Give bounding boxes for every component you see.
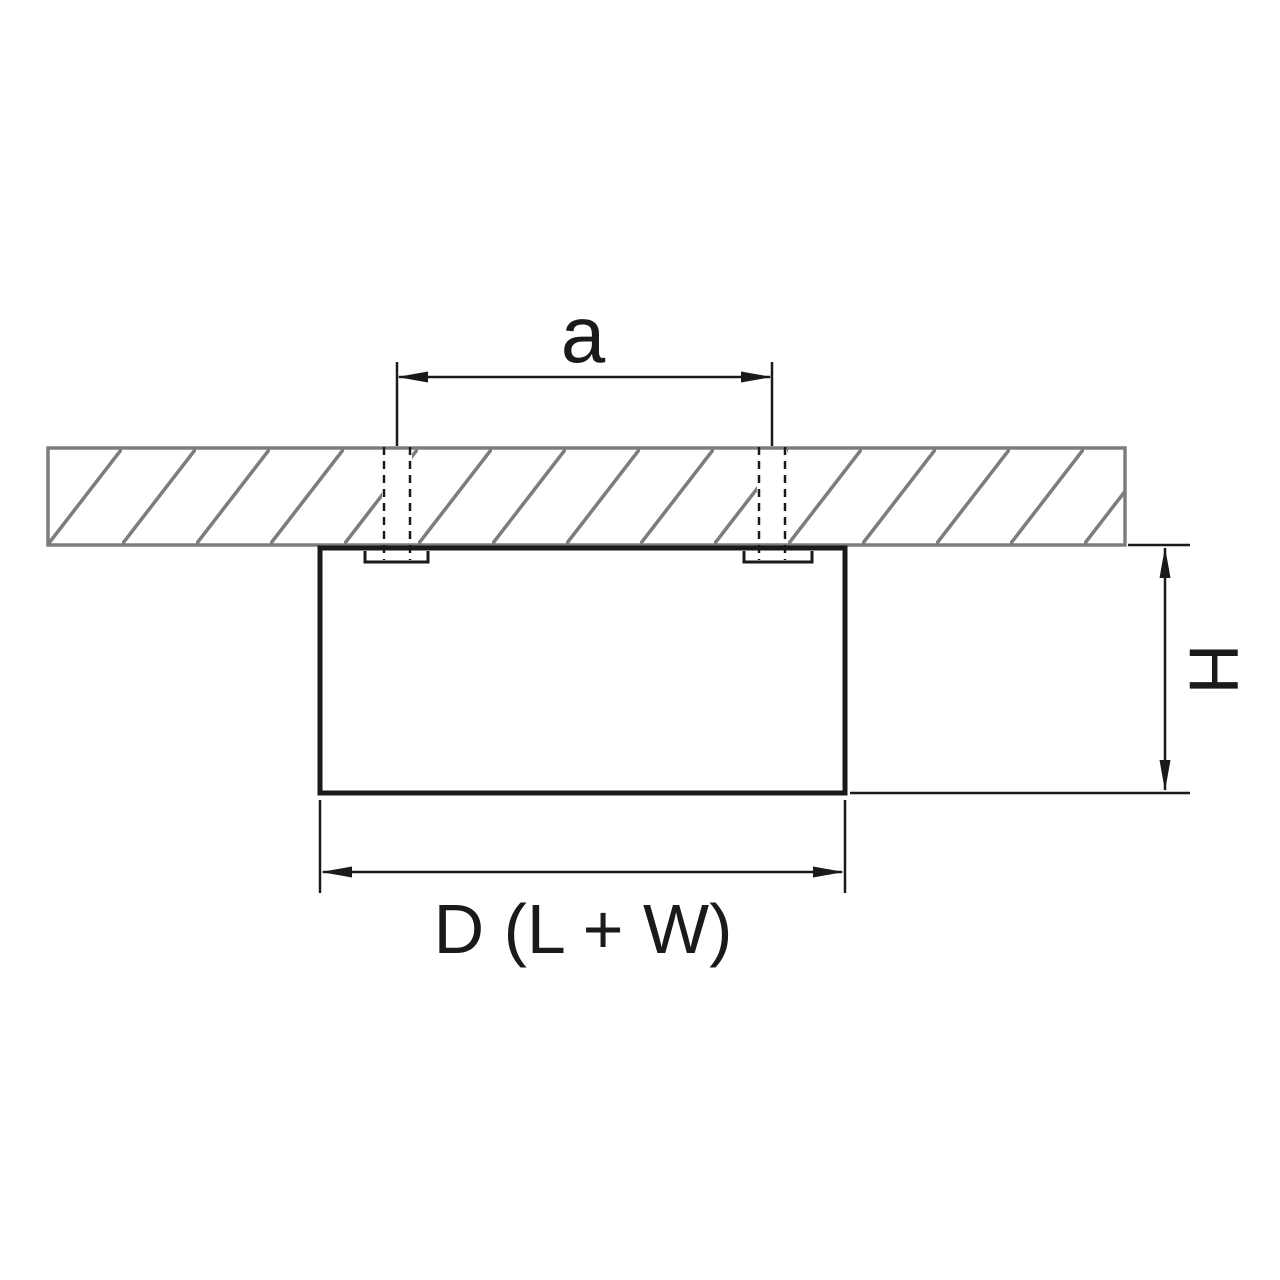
dimension-a-arrows [397, 371, 772, 383]
label-hole-spacing: a [561, 290, 606, 379]
label-fixture-height: H [1175, 644, 1253, 695]
mounting-tab-right [742, 551, 814, 564]
dim-a-arrow-right [741, 371, 772, 383]
dimension-d-arrows [321, 866, 844, 878]
mounting-tab-left [363, 551, 430, 564]
label-fixture-diameter: D (L + W) [434, 890, 733, 968]
dimension-h [850, 543, 1190, 795]
mounting-slot-gap-left [382, 450, 412, 543]
mounting-slot-edges [382, 447, 787, 560]
mounting-slot-gap-right [757, 450, 787, 543]
ceiling-section [46, 446, 1127, 547]
dimension-d [318, 800, 847, 893]
dim-h-arrow-bottom [1159, 760, 1171, 791]
fixture-body [317, 545, 848, 796]
dim-h-arrow-top [1159, 547, 1171, 578]
mounting-tabs [363, 551, 814, 564]
dimension-h-arrows [1159, 547, 1171, 791]
dimension-a [395, 362, 774, 446]
dim-a-arrow-left [397, 371, 428, 383]
dim-d-arrow-left [321, 866, 352, 878]
dim-d-arrow-right [813, 866, 844, 878]
